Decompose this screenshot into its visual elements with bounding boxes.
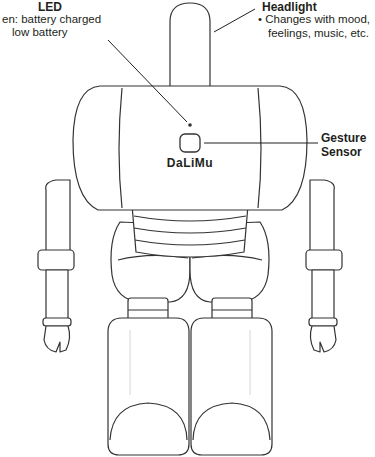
callout-label: Headlight bbox=[262, 0, 362, 14]
callout-label: LED bbox=[38, 0, 98, 14]
waist bbox=[132, 205, 248, 257]
chest bbox=[73, 86, 307, 210]
led-dot bbox=[188, 123, 192, 127]
callout-label: en: battery charged bbox=[2, 13, 132, 27]
brand-logo: DaLiMu bbox=[150, 156, 230, 170]
callout-label: Gesture Sensor bbox=[321, 131, 373, 160]
gesture-sensor bbox=[180, 134, 200, 152]
callout-label: • Changes with mood, feelings, music, et… bbox=[258, 13, 372, 41]
callout-label: low battery bbox=[12, 26, 112, 40]
